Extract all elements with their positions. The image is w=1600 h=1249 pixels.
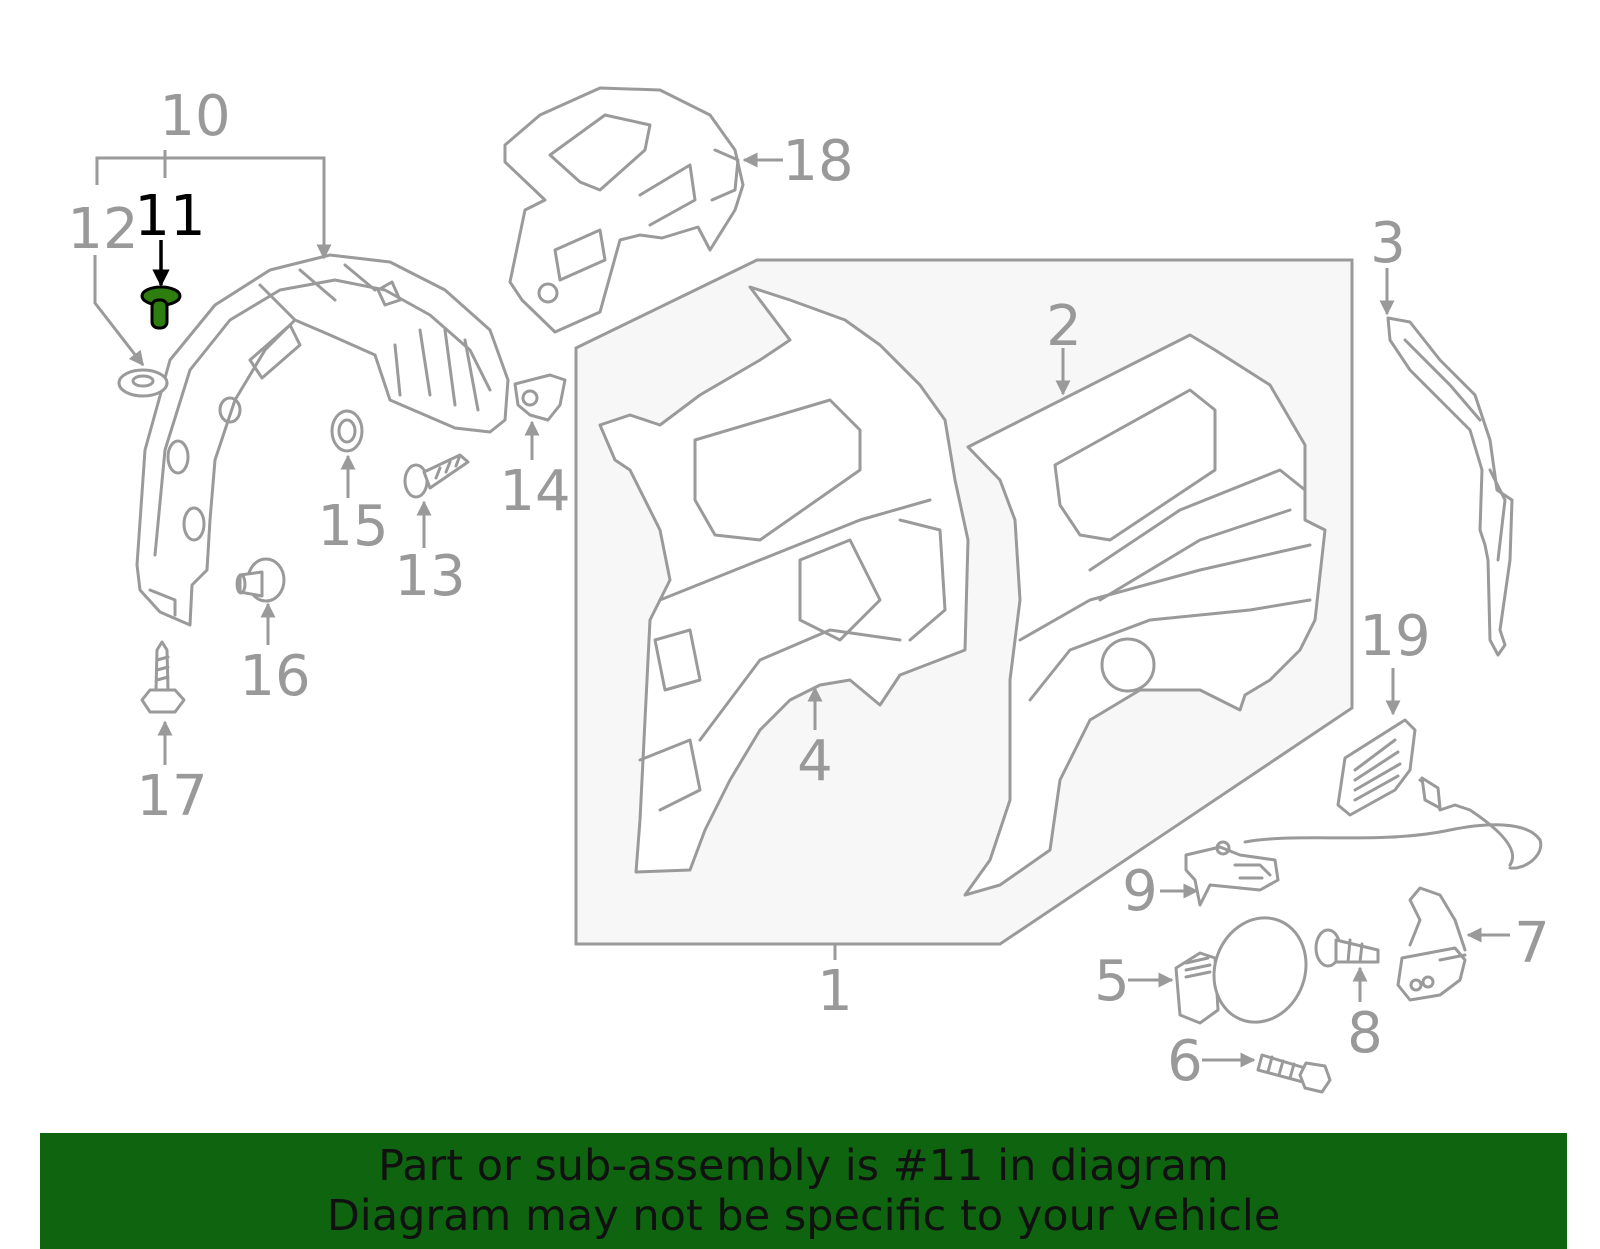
callout-16: 16: [239, 644, 310, 709]
upper-inner-panel-part-18: [503, 86, 745, 334]
banner-line-2: Diagram may not be specific to your vehi…: [326, 1191, 1281, 1241]
callout-12: 12: [67, 197, 138, 262]
callout-3: 3: [1370, 211, 1406, 276]
callout-labels: 10 11 12 18 3 2 14 15 13 16 19 4 17 9 7 …: [67, 84, 1549, 1094]
callout-1: 1: [817, 959, 853, 1024]
pillar-extension-part-3: [1386, 316, 1514, 657]
fuel-door: [1212, 916, 1308, 1024]
bracket-part-14: [513, 373, 567, 422]
callout-10: 10: [159, 84, 230, 149]
callout-2: 2: [1046, 294, 1082, 359]
callout-8: 8: [1347, 1001, 1383, 1066]
screw-part-13: [403, 453, 470, 499]
callout-13: 13: [394, 544, 465, 609]
inner-quarter-panel-part-4: [598, 285, 970, 874]
callout-18: 18: [782, 129, 853, 194]
vent-part-19: [1336, 718, 1417, 817]
callout-15: 15: [317, 494, 388, 559]
bolt-part-17: [140, 640, 186, 714]
plug-part-16: [235, 557, 286, 603]
clip-part-11-highlighted: [140, 285, 182, 330]
callout-17: 17: [136, 764, 207, 829]
leader-lines: [93, 150, 1510, 1068]
callout-14: 14: [499, 459, 570, 524]
actuator-part-9: [1184, 776, 1543, 907]
screw-part-8: [1314, 928, 1380, 968]
banner-line-1: Part or sub-assembly is #11 in diagram: [378, 1141, 1229, 1191]
info-banner: Part or sub-assembly is #11 in diagram D…: [40, 1133, 1567, 1249]
callout-5: 5: [1094, 949, 1130, 1014]
wheel-house-liner-part-10: [135, 253, 510, 627]
outer-quarter-panel-part-2: [963, 333, 1327, 897]
grommet-part-15: [330, 409, 364, 453]
callout-19: 19: [1359, 604, 1430, 669]
callout-9: 9: [1122, 859, 1158, 924]
callout-7: 7: [1514, 911, 1550, 976]
bolt-part-6: [1256, 1053, 1332, 1094]
fuel-door-housing-part-5: [1174, 951, 1220, 1025]
lock-housing-part-7: [1396, 886, 1467, 1002]
callout-4: 4: [797, 729, 833, 794]
callout-11: 11: [134, 184, 205, 249]
callout-6: 6: [1167, 1029, 1203, 1094]
washer-part-12: [117, 368, 169, 398]
